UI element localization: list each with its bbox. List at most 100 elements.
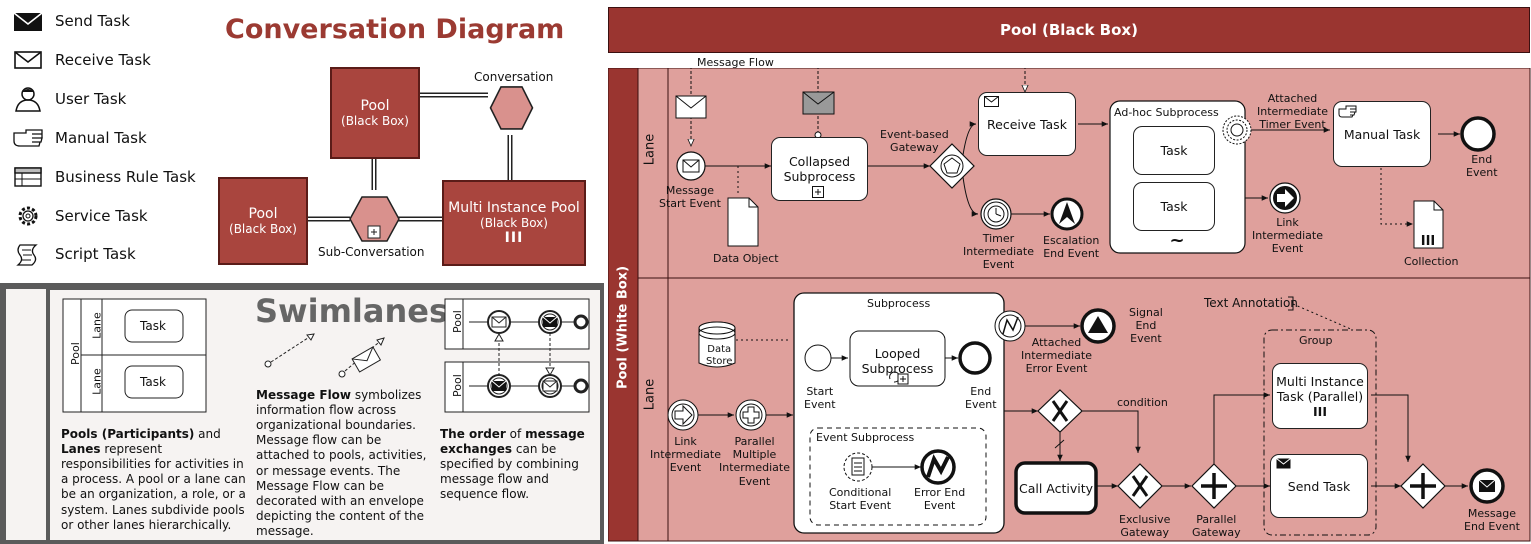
user-task-icon bbox=[15, 87, 41, 112]
conversation-title: Conversation Diagram bbox=[225, 14, 565, 45]
conversation-label: Conversation bbox=[474, 70, 554, 84]
message-order-example bbox=[444, 298, 590, 413]
order-mid: of bbox=[505, 427, 526, 441]
svg-text:~: ~ bbox=[1169, 230, 1184, 251]
message-flow-description: Message Flow symbolizes information flow… bbox=[256, 388, 434, 539]
pools-description: Pools (Participants) and Lanes represent… bbox=[61, 427, 246, 533]
looped-subprocess: Looped Subprocess bbox=[861, 345, 934, 376]
subprocess-label: Subprocess bbox=[867, 297, 931, 310]
pools-rest: represent responsibilities for activitie… bbox=[61, 442, 246, 532]
conversation-pool-2: Pool (Black Box) bbox=[218, 177, 308, 265]
multi-instance-marker-icon: III bbox=[504, 230, 524, 246]
lane-2-label: Lane bbox=[642, 378, 658, 411]
adhoc-subprocess-label: Ad-hoc Subprocess bbox=[1114, 106, 1219, 119]
event-based-gateway-label: Event-based Gateway bbox=[880, 128, 949, 155]
link-intermediate-2-label: Link Intermediate Event bbox=[650, 435, 721, 475]
swim-pool-label: Pool bbox=[68, 342, 82, 365]
lane-1-label: Lane bbox=[642, 133, 658, 166]
call-activity: Call Activity bbox=[1018, 480, 1094, 496]
svg-text:III: III bbox=[1421, 234, 1436, 249]
black-box-pool: Pool (Black Box) bbox=[608, 7, 1530, 53]
order-rest: can be specified by combining message fl… bbox=[440, 442, 579, 502]
pool-name: Pool bbox=[248, 206, 278, 222]
order-pool-label: Pool bbox=[450, 374, 464, 397]
legend-label: Script Task bbox=[55, 245, 136, 263]
escalation-end-label: Escalation End Event bbox=[1043, 234, 1100, 261]
data-store-label: Data Store bbox=[706, 344, 733, 367]
sub-conversation-node bbox=[349, 196, 400, 242]
message-start-label: Message Start Event bbox=[659, 184, 721, 211]
legend-label: User Task bbox=[55, 90, 127, 108]
legend-label: Service Task bbox=[55, 207, 148, 225]
receive-task-icon bbox=[14, 51, 42, 69]
text-annotation-label: Text Annotation bbox=[1204, 296, 1298, 310]
event-subprocess-label: Event Subprocess bbox=[816, 431, 915, 444]
message-flow-label: Message Flow bbox=[697, 56, 774, 69]
multi-instance-task: Multi Instance Task (Parallel) III bbox=[1272, 363, 1368, 429]
receive-task-icon bbox=[984, 96, 999, 107]
white-box-pool-label: Pool (White Box) bbox=[615, 265, 631, 390]
pool-sub: (Black Box) bbox=[229, 222, 297, 236]
user-task-legend bbox=[12, 84, 44, 114]
multi-instance-marker-icon: III bbox=[1313, 403, 1327, 419]
end-event-2-label: End Event bbox=[965, 385, 997, 412]
swim-task-label: Task bbox=[140, 375, 166, 389]
group-label: Group bbox=[1299, 334, 1333, 347]
pool-name: Multi Instance Pool bbox=[448, 200, 580, 216]
parallel-gateway-label: Parallel Gateway bbox=[1192, 513, 1241, 540]
adhoc-task-1: Task bbox=[1133, 126, 1215, 175]
order-description: The order of message exchanges can be sp… bbox=[440, 427, 590, 503]
swimlanes-title: Swimlanes bbox=[255, 292, 449, 330]
error-end-label: Error End Event bbox=[914, 486, 966, 513]
link-intermediate-1-label: Link Intermediate Event bbox=[1252, 216, 1323, 256]
order-bold: The order bbox=[440, 427, 506, 441]
swim-lane-label: Lane bbox=[90, 312, 104, 339]
manual-task-icon bbox=[1338, 105, 1357, 118]
white-box-pool-canvas: ~ III bbox=[608, 68, 1531, 542]
business-rule-task-icon bbox=[14, 167, 42, 187]
conditional-start-label: Conditional Start Event bbox=[829, 486, 892, 513]
service-task-icon bbox=[18, 206, 38, 226]
conversation-pool-1: Pool (Black Box) bbox=[330, 67, 420, 159]
swim-task-label: Task bbox=[140, 319, 166, 333]
order-bold2: message exchanges bbox=[440, 427, 585, 457]
attached-timer-label: Attached Intermediate Timer Event bbox=[1257, 92, 1328, 132]
and-text: and bbox=[194, 427, 221, 441]
lanes-bold: Lanes bbox=[61, 442, 101, 457]
send-task-icon bbox=[1276, 458, 1291, 469]
legend-label: Send Task bbox=[55, 12, 130, 30]
parallel-multiple-label: Parallel Multiple Intermediate Event bbox=[719, 435, 790, 488]
data-object-label: Data Object bbox=[713, 252, 779, 265]
sub-conversation-label: Sub-Conversation bbox=[318, 245, 425, 259]
conversation-multi-instance-pool: Multi Instance Pool (Black Box) III bbox=[442, 180, 586, 266]
adhoc-task-2: Task bbox=[1133, 182, 1215, 231]
pool-sub: (Black Box) bbox=[341, 114, 409, 128]
script-task-icon bbox=[16, 244, 38, 266]
legend-label: Receive Task bbox=[55, 51, 151, 69]
collection-label: Collection bbox=[1404, 255, 1459, 268]
service-task-legend bbox=[12, 201, 44, 231]
legend-label: Manual Task bbox=[55, 129, 147, 147]
timer-intermediate-label: Timer Intermediate Event bbox=[963, 232, 1034, 272]
signal-end-label: Signal End Event bbox=[1129, 306, 1163, 346]
legend-label: Business Rule Task bbox=[55, 168, 196, 186]
exclusive-gateway-label: Exclusive Gateway bbox=[1119, 513, 1171, 540]
receive-task-legend bbox=[12, 45, 44, 75]
message-end-label: Message End Event bbox=[1464, 507, 1520, 534]
swim-lane-label: Lane bbox=[90, 368, 104, 395]
send-task-legend bbox=[12, 7, 44, 37]
swimlanes-side-strip bbox=[6, 289, 46, 540]
attached-error-label: Attached Intermediate Error Event bbox=[1021, 336, 1092, 376]
pools-bold: Pools (Participants) bbox=[61, 427, 195, 441]
mf-text: symbolizes information flow across organ… bbox=[256, 388, 427, 538]
end-event-1-label: End Event bbox=[1466, 153, 1498, 180]
start-event-label: Start Event bbox=[804, 385, 836, 412]
multi-instance-task-label: Multi Instance Task (Parallel) bbox=[1276, 373, 1364, 404]
message-flow-examples bbox=[264, 333, 385, 378]
condition-label: condition bbox=[1117, 396, 1168, 409]
pool-sub: (Black Box) bbox=[480, 216, 548, 230]
manual-task-icon bbox=[13, 129, 43, 147]
order-pool-label: Pool bbox=[450, 310, 464, 333]
swimlane-example bbox=[62, 298, 207, 413]
script-task-legend bbox=[12, 240, 44, 270]
